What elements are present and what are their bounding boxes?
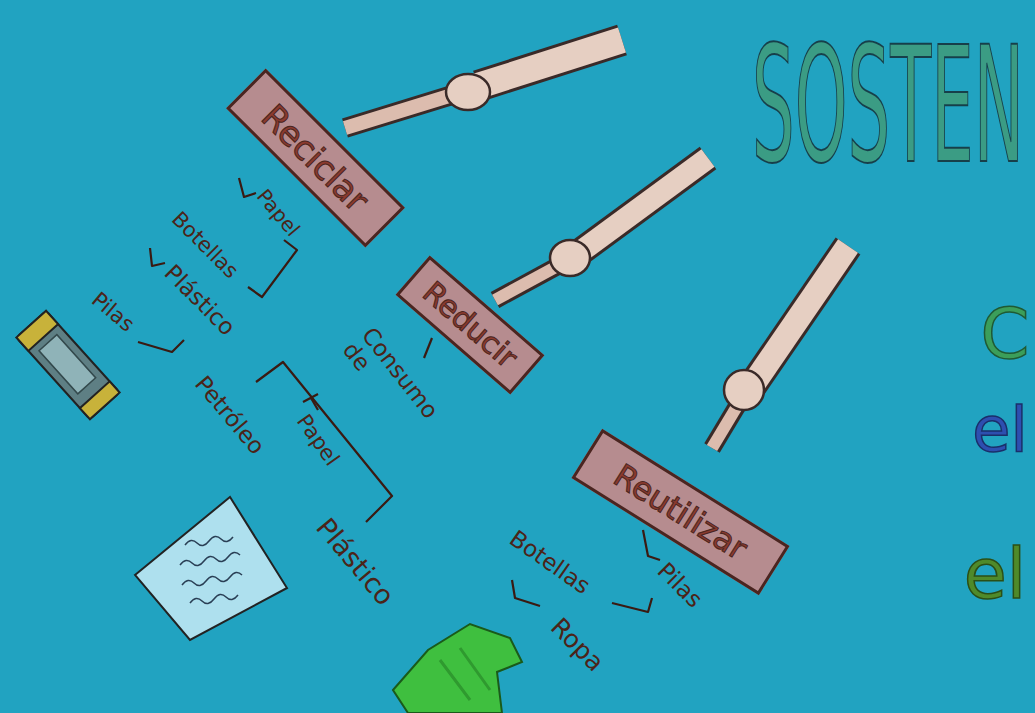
- paper-line: [182, 572, 242, 585]
- item-label: Pilas: [653, 558, 707, 612]
- hammer-handle: [345, 92, 462, 128]
- arm: [478, 40, 622, 86]
- hand: [724, 370, 764, 410]
- arm: [478, 40, 622, 86]
- bracket: [303, 394, 318, 410]
- node-label: Reutilizar: [608, 459, 752, 565]
- battery-panel: [39, 335, 96, 394]
- paper-line: [185, 536, 233, 545]
- item-label: Botellas: [505, 526, 594, 598]
- bracket: [138, 340, 184, 352]
- item-label: Consumo de: [338, 323, 445, 441]
- item-label: Papel: [253, 186, 304, 241]
- item-label: Petróleo: [191, 371, 270, 458]
- item-label: Ropa: [546, 614, 609, 677]
- paper-line: [180, 552, 240, 565]
- bracket: [643, 530, 660, 560]
- edge-letters: el: [972, 397, 1027, 462]
- bracket: [512, 580, 540, 606]
- arm: [580, 158, 708, 252]
- edge-letters: C: [981, 298, 1030, 372]
- paper-lines: [180, 536, 242, 603]
- paper-sheet: [135, 497, 287, 640]
- paper-line: [190, 594, 238, 603]
- arm: [580, 158, 708, 252]
- hand: [446, 74, 490, 110]
- battery-body: [16, 311, 119, 420]
- item-label: Papel: [293, 410, 344, 469]
- shirt-drawing: [393, 624, 522, 713]
- bracket: [248, 240, 297, 297]
- edge-letters: el: [964, 538, 1027, 612]
- item-label: Pilas: [88, 288, 139, 336]
- bracket: [239, 178, 256, 197]
- hand: [550, 240, 590, 276]
- shirt-shading: [440, 648, 490, 700]
- battery-drawing: [16, 311, 119, 420]
- hammer-head-box: Reciclar: [226, 69, 405, 248]
- bracket: [424, 338, 432, 358]
- shirt: [393, 624, 522, 713]
- bracket: [612, 598, 652, 612]
- item-label: Plástico: [311, 513, 399, 611]
- bracket: [150, 248, 165, 266]
- poster-title: SOSTEN: [752, 26, 1024, 186]
- arm: [752, 246, 848, 386]
- arm: [752, 246, 848, 386]
- hammer-handle: [345, 92, 462, 128]
- paper-drawing: [135, 497, 287, 640]
